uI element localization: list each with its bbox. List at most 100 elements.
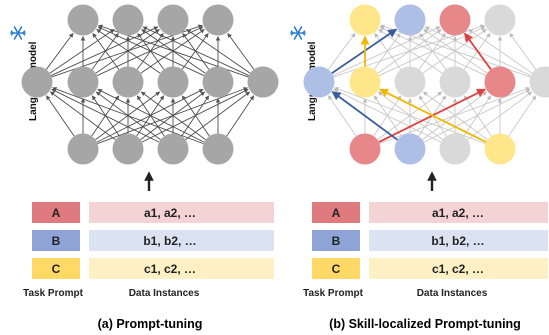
task-prompt-c-label: C (332, 262, 341, 276)
neuron (303, 66, 335, 98)
data-instances-b (89, 230, 274, 251)
neuron (157, 66, 189, 98)
connection (227, 32, 255, 70)
data-instances-b (369, 230, 548, 251)
network-a (21, 4, 279, 165)
task-prompt-c (32, 258, 80, 279)
connection (92, 32, 120, 70)
connection (334, 87, 486, 145)
connection (226, 95, 255, 137)
task-prompt-a (312, 202, 360, 223)
neuron (394, 4, 426, 36)
skill-paths (331, 28, 492, 143)
caption-b: (b) Skill-localized Prompt-tuning (329, 317, 521, 331)
data-instances-a (89, 202, 274, 223)
connection (422, 91, 488, 141)
task-prompt-a-label: A (52, 206, 61, 220)
connection (373, 32, 401, 70)
connection (186, 28, 251, 74)
neuron (247, 66, 279, 98)
connection (418, 32, 446, 70)
snowflake-icon (10, 26, 26, 40)
data-instances-b-label: b1, b2, … (431, 234, 484, 248)
neuron (202, 66, 234, 98)
neuron (112, 133, 144, 165)
data-instances-column-label: Data Instances (417, 288, 488, 299)
connection (468, 28, 533, 74)
task-prompt-b-label: B (52, 234, 61, 248)
data-instances-column-label: Data Instances (129, 288, 200, 299)
neuron (349, 66, 381, 98)
neuron (202, 133, 234, 165)
task-prompt-c-label: C (52, 262, 61, 276)
connection (463, 95, 492, 137)
neuron (157, 133, 189, 165)
panel-a: Language model A a1, a2, … B b1, b2, … C… (10, 4, 279, 331)
task-prompt-b (32, 230, 80, 251)
connection (136, 32, 164, 70)
neuron (202, 4, 234, 36)
data-instances-c (89, 258, 274, 279)
connection (327, 32, 356, 70)
connection (327, 95, 357, 137)
connection (332, 26, 441, 76)
neuron (349, 133, 381, 165)
connection (91, 32, 119, 70)
connection (509, 32, 537, 70)
task-prompt-column-label: Task Prompt (23, 288, 83, 299)
skill-path (331, 91, 399, 141)
neuron (67, 66, 99, 98)
task-prompt-b (312, 230, 360, 251)
data-instances-b-label: b1, b2, … (143, 234, 196, 248)
connection (181, 32, 209, 70)
task-prompt-a (32, 202, 80, 223)
connections (45, 24, 255, 145)
connection (97, 88, 205, 143)
connection (96, 28, 161, 74)
skill-path (463, 32, 492, 70)
neuron (394, 66, 426, 98)
connection (142, 26, 250, 76)
task-table-a: A a1, a2, … B b1, b2, … C c1, c2, … (32, 202, 274, 279)
connection (333, 88, 442, 143)
connection (181, 95, 210, 137)
data-instances-c-label: c1, c2, … (144, 262, 196, 276)
neuron (67, 133, 99, 165)
neurons (303, 4, 549, 165)
connection (49, 28, 115, 74)
neurons (21, 4, 279, 165)
task-prompt-a-label: A (332, 206, 341, 220)
task-prompt-c (312, 258, 360, 279)
neuron (112, 4, 144, 36)
connection (50, 26, 159, 76)
neuron (439, 66, 471, 98)
connection (51, 88, 160, 143)
panel-b: Language model A a1, a2, … B b1, b2, … C… (290, 4, 549, 331)
neuron (484, 66, 516, 98)
neuron (157, 4, 189, 36)
neuron (21, 66, 53, 98)
neuron (484, 4, 516, 36)
neuron (394, 133, 426, 165)
network-b (303, 4, 549, 165)
connection (181, 95, 210, 137)
data-instances-a (369, 202, 548, 223)
data-instances-a-label: a1, a2, … (432, 206, 484, 220)
neuron (439, 133, 471, 165)
neuron (349, 4, 381, 36)
neuron (112, 66, 144, 98)
data-instances-a-label: a1, a2, … (144, 206, 196, 220)
connection (508, 95, 537, 137)
connection (379, 26, 487, 76)
connection (45, 32, 74, 70)
task-prompt-b-label: B (332, 234, 341, 248)
connection (97, 26, 205, 76)
skill-path (378, 88, 487, 143)
neuron (439, 4, 471, 36)
skill-path (331, 28, 398, 75)
connection (136, 95, 165, 137)
data-instances-c (369, 258, 548, 279)
connection (49, 91, 116, 141)
caption-a: (a) Prompt-tuning (98, 317, 203, 331)
